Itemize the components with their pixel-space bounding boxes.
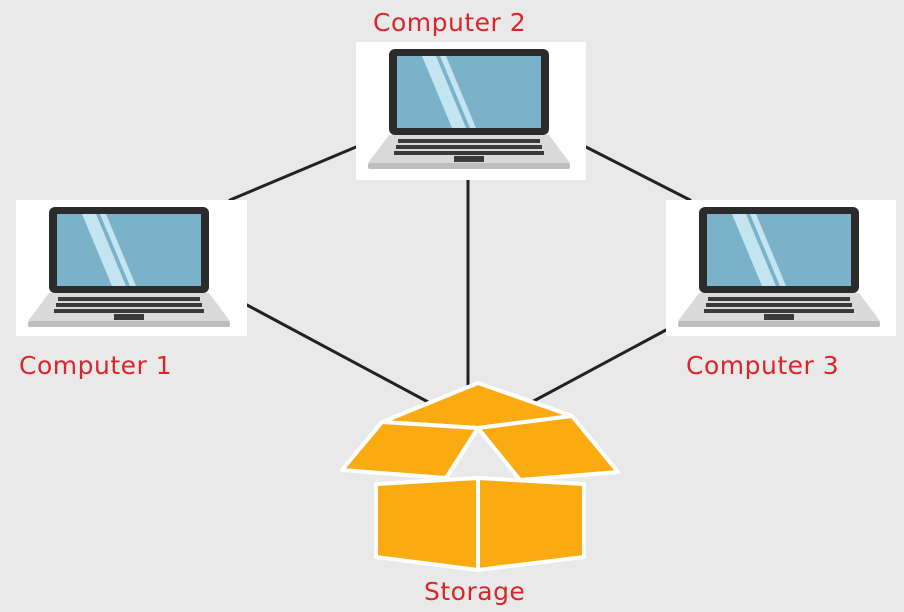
link-computer2-computer3 [584, 145, 692, 202]
computer-2-node [356, 42, 586, 180]
laptop-icon [368, 49, 570, 169]
link-computer1-computer2 [228, 145, 358, 202]
laptop-icon [678, 207, 880, 327]
computer-3-node [666, 200, 896, 336]
link-computer3-storage [528, 328, 668, 405]
laptop-icon [28, 207, 230, 327]
storage-label: Storage [424, 577, 526, 606]
link-computer1-storage [245, 303, 432, 405]
open-box-icon [340, 381, 620, 572]
connection-lines [228, 145, 692, 405]
computer-1-node [16, 200, 247, 336]
computer-1-label: Computer 1 [19, 351, 173, 380]
computer-3-label: Computer 3 [686, 351, 840, 380]
computer-2-label: Computer 2 [373, 8, 527, 37]
